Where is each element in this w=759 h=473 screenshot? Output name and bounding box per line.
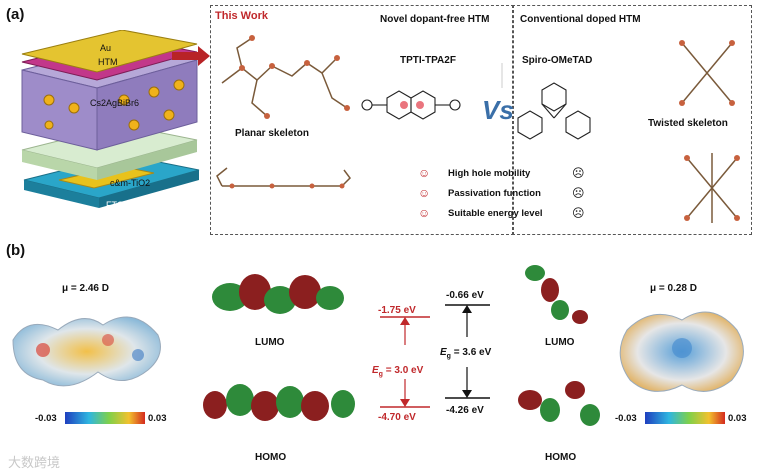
planar-skeleton-label: Planar skeleton	[235, 128, 309, 139]
tpti-homo-energy: -4.70 eV	[378, 412, 416, 423]
layer-htm-label: HTM	[98, 57, 118, 67]
smile-icon: ☺	[418, 166, 431, 180]
spiro-homo-orbital	[518, 381, 600, 426]
smile-icon: ☺	[418, 206, 431, 220]
right-color-scale	[645, 412, 725, 424]
smile-icon: ☺	[418, 186, 431, 200]
advantage-text: High hole mobility	[448, 168, 531, 179]
tpti-lumo-energy: -1.75 eV	[378, 305, 416, 316]
right-scale-max: 0.03	[728, 413, 747, 424]
right-scale-min: -0.03	[615, 413, 637, 424]
conventional-htm-title: Conventional doped HTM	[520, 14, 641, 25]
novel-htm-title: Novel dopant-free HTM	[380, 14, 490, 25]
energy-level-diagram	[380, 304, 490, 408]
advantage-text: Passivation function	[448, 188, 541, 199]
spiro-structure	[517, 82, 591, 140]
frown-icon: ☹	[572, 166, 585, 180]
spiro-bandgap: Eg = 3.6 eV	[440, 347, 492, 360]
layer-fto-label: FTO	[106, 200, 124, 210]
layer-tio2-label: c&m-TiO2	[110, 178, 151, 188]
advantage-item-1: ☺ High hole mobility ☹	[418, 166, 598, 186]
spiro-homo-energy: -4.26 eV	[446, 405, 484, 416]
advantage-item-3: ☺ Suitable energy level ☹	[418, 206, 598, 226]
layer-perovskite-label: Cs2AgBiBr6	[90, 98, 140, 108]
tpti-homo-orbital	[203, 384, 355, 421]
spiro-name: Spiro-OMeTAD	[522, 55, 593, 66]
tpti-structure	[361, 90, 461, 120]
spiro-lumo-orbital	[525, 265, 588, 324]
left-dipole-label: μ = 2.46 D	[62, 283, 109, 294]
left-esp-surface	[12, 316, 161, 387]
watermark: 大数跨境	[8, 455, 61, 470]
advantage-text: Suitable energy level	[448, 208, 543, 219]
planar-side-view	[216, 167, 351, 187]
left-scale-min: -0.03	[35, 413, 57, 424]
spiro-homo-label: HOMO	[545, 452, 577, 463]
spiro-lumo-energy: -0.66 eV	[446, 290, 484, 301]
twisted-skeleton-label: Twisted skeleton	[648, 118, 728, 129]
this-work-title: This Work	[215, 10, 268, 22]
this-work-box	[210, 5, 514, 235]
panel-a-label: (a)	[6, 6, 25, 23]
advantages-list: ☺ High hole mobility ☹ ☺ Passivation fun…	[418, 166, 598, 226]
tpti-lumo-orbital	[212, 274, 344, 314]
panel-b-label: (b)	[6, 242, 26, 259]
spiro-lumo-label: LUMO	[545, 337, 575, 348]
frown-icon: ☹	[572, 186, 585, 200]
tpti-bandgap: Eg = 3.0 eV	[372, 365, 424, 378]
planar-skeleton-model	[221, 37, 348, 117]
planar-skeleton-atoms	[239, 35, 350, 119]
right-esp-surface	[619, 311, 744, 392]
right-dipole-label: μ = 0.28 D	[650, 283, 697, 294]
molecular-structures	[216, 35, 740, 223]
arrow-right-icon	[172, 46, 210, 66]
vs-label: Vs	[482, 95, 514, 125]
tpti-name: TPTI-TPA2F	[400, 55, 456, 66]
device-stack-illustration	[21, 30, 200, 208]
tpti-homo-label: HOMO	[255, 452, 287, 463]
left-scale-max: 0.03	[148, 413, 167, 424]
twisted-skeleton-model	[681, 42, 738, 223]
tpti-lumo-label: LUMO	[255, 337, 285, 348]
advantage-item-2: ☺ Passivation function ☹	[418, 186, 598, 206]
conventional-box	[512, 5, 752, 235]
left-color-scale	[65, 412, 145, 424]
layer-au-label: Au	[100, 43, 112, 53]
frown-icon: ☹	[572, 206, 585, 220]
